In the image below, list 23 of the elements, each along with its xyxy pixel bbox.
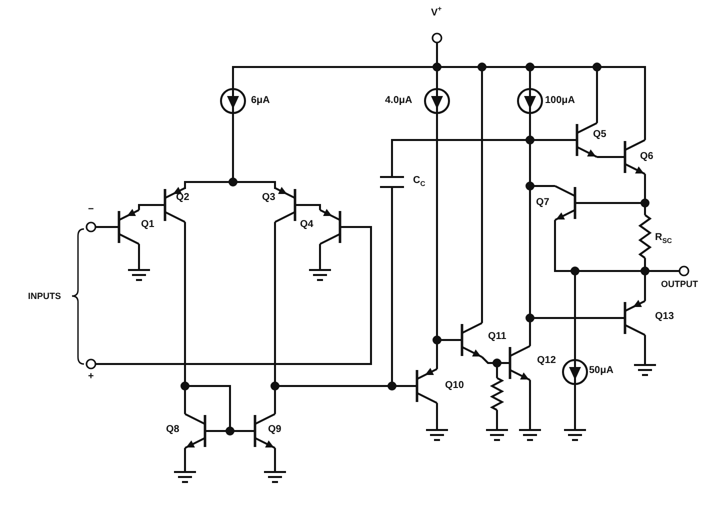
component-label: Q12 <box>537 355 556 367</box>
component-label: Q8 <box>166 424 180 436</box>
component-label: Q13 <box>655 311 674 323</box>
component-label: Q9 <box>268 424 282 436</box>
component-label: Q4 <box>300 219 314 231</box>
component-label: Q1 <box>141 219 154 231</box>
component-label: 100μA <box>545 95 576 107</box>
component-label: Q5 <box>593 129 606 141</box>
polarity-sign: − <box>88 204 94 216</box>
component-label: Q7 <box>536 197 550 209</box>
component-label: Q10 <box>445 380 464 392</box>
polarity-sign: + <box>88 371 94 383</box>
component-label: Q3 <box>262 192 276 204</box>
component-label: R$_{SC}$ <box>655 232 672 246</box>
component-label: V$^{+}$ <box>431 6 442 20</box>
component-label: 4.0μA <box>385 95 412 107</box>
component-label: INPUTS <box>28 291 62 302</box>
component-label: Q6 <box>640 151 654 163</box>
component-label: Q11 <box>488 331 506 343</box>
component-label: 6μA <box>251 95 270 107</box>
component-label: C$_{C}$ <box>413 175 426 190</box>
component-label: 50μA <box>589 365 614 377</box>
component-label: OUTPUT <box>661 279 698 290</box>
